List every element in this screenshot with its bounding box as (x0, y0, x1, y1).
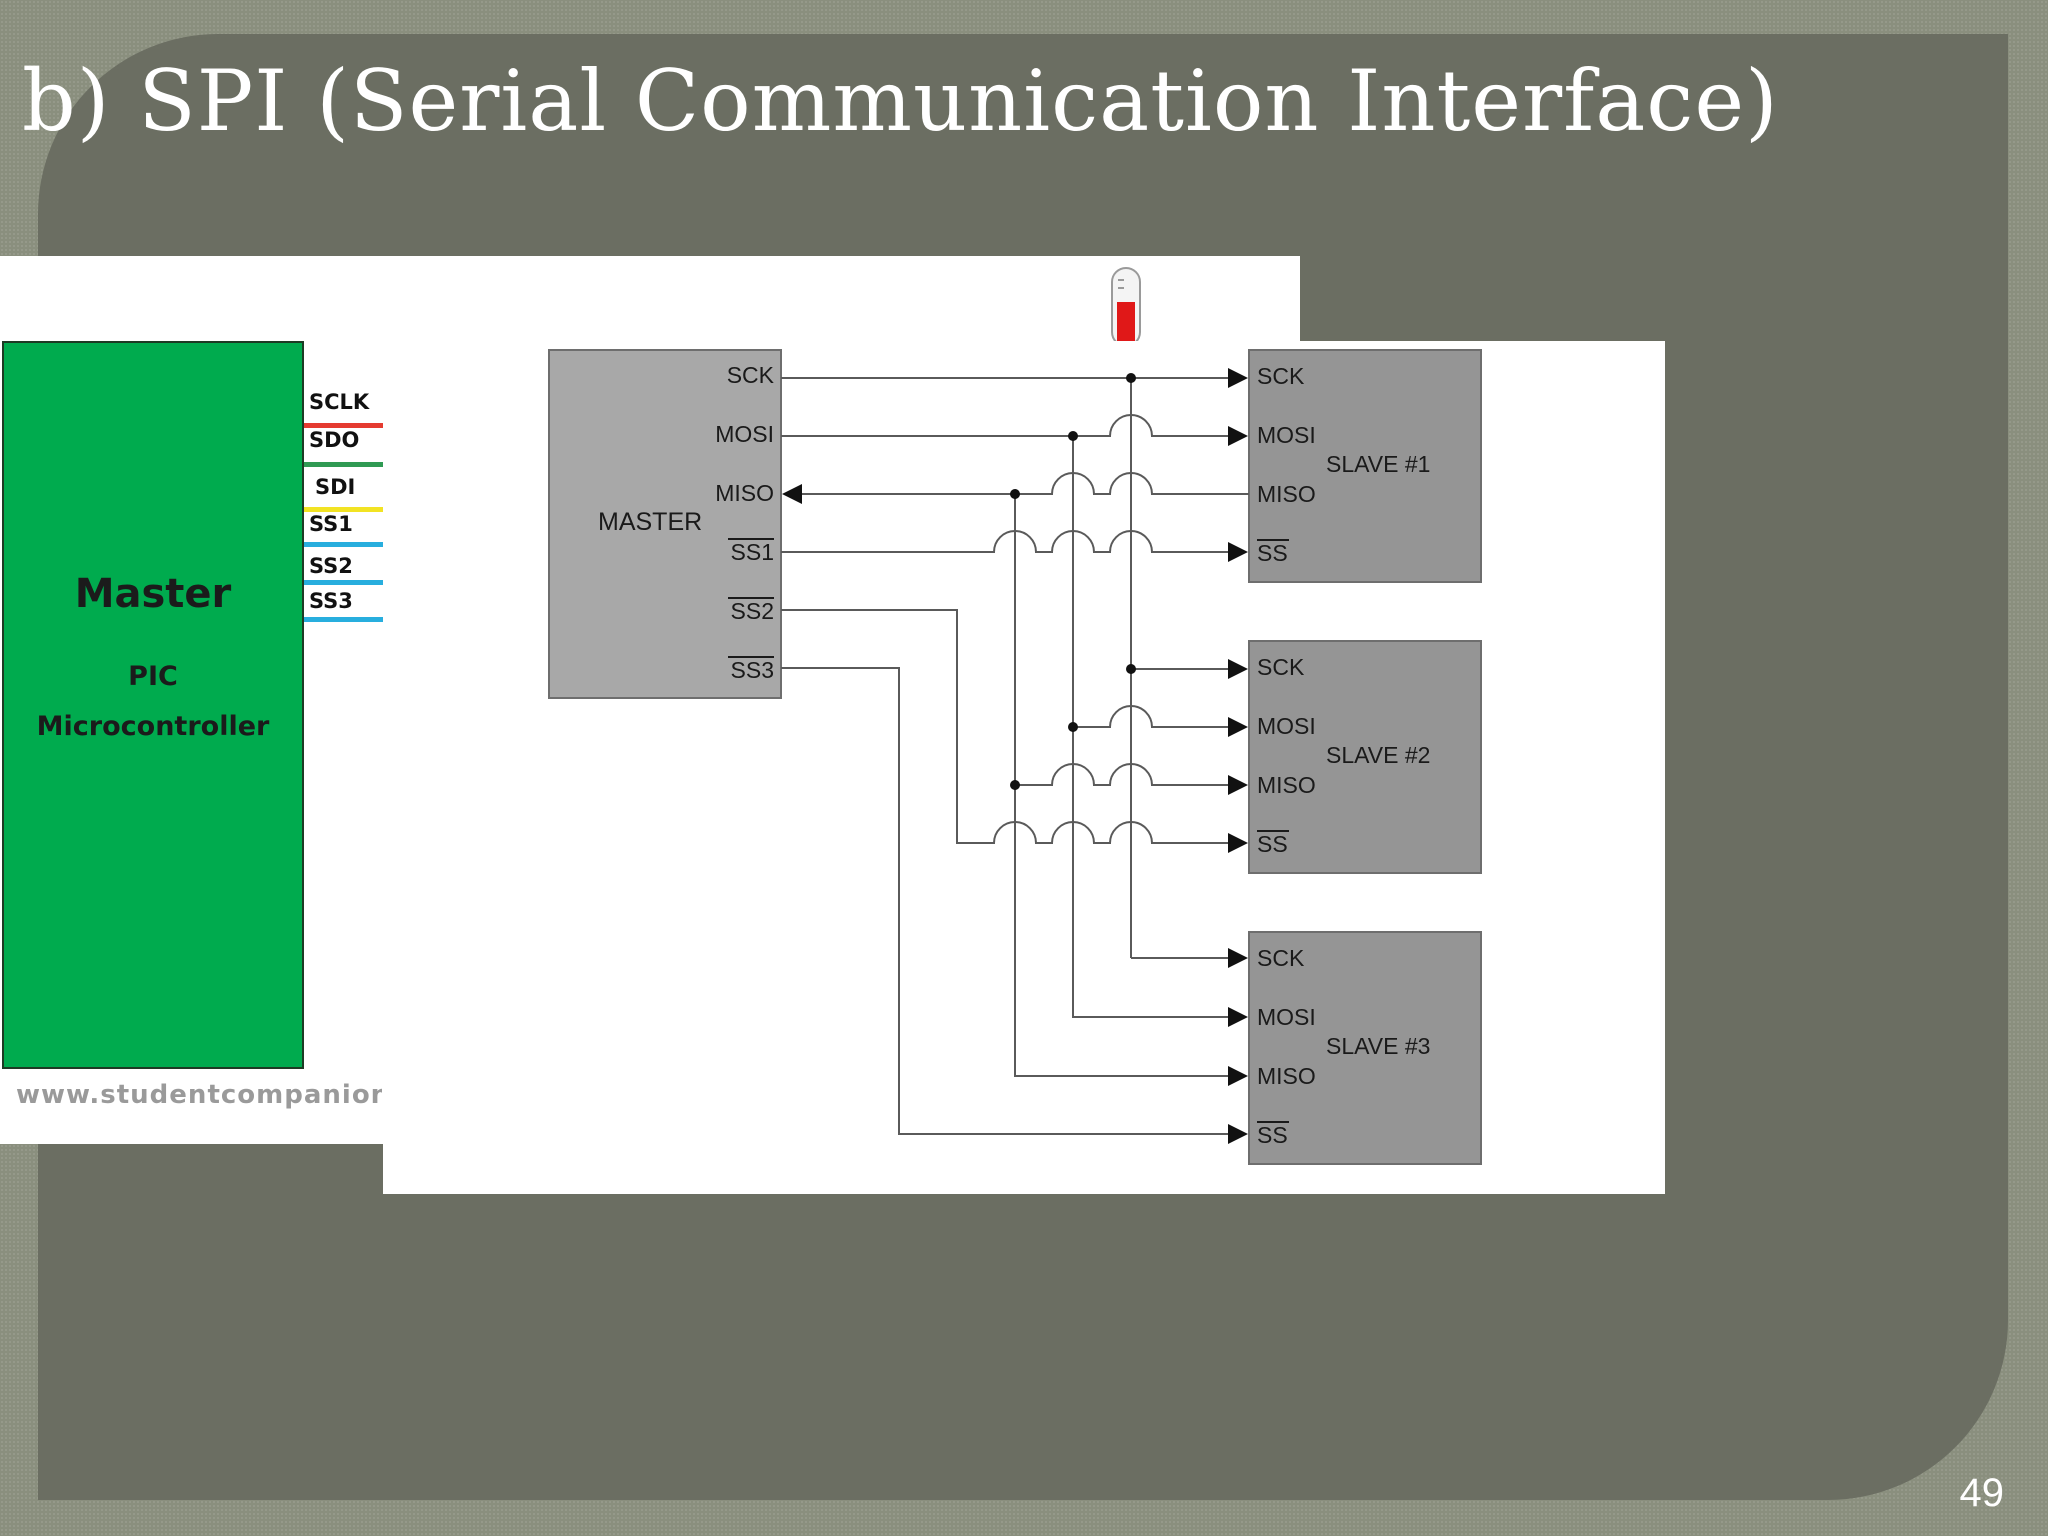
wire-miso (800, 472, 1249, 1077)
slave-2-box (1248, 640, 1482, 874)
junction-mosi-1 (1068, 431, 1078, 441)
master-pin-ss2: SS2 (731, 598, 774, 624)
master-label: MASTER (598, 508, 702, 536)
wire-ss1 (781, 530, 1230, 553)
slave-1-box (1248, 349, 1482, 583)
slave-2-pin-mosi: MOSI (1257, 713, 1316, 739)
master-pin-miso: MISO (715, 480, 774, 506)
junction-mosi-2 (1068, 722, 1078, 732)
slave-3-pin-sck: SCK (1257, 945, 1305, 971)
pin-line-sdo (304, 462, 383, 467)
pin-label-ss2: SS2 (309, 554, 353, 578)
master-box (548, 349, 782, 699)
arrow-slave-3-sck (1228, 948, 1248, 968)
slave-3-pin-mosi: MOSI (1257, 1004, 1316, 1030)
slave-1-pin-ss: SS (1257, 540, 1288, 566)
master-subtitle-microcontroller: Microcontroller (36, 711, 270, 742)
junction-sck-2 (1126, 664, 1136, 674)
slave-3-pin-miso: MISO (1257, 1063, 1316, 1089)
junction-sck-1 (1126, 373, 1136, 383)
pin-label-sclk: SCLK (309, 390, 370, 414)
master-title: Master (74, 571, 232, 617)
pin-line-ss1 (304, 542, 383, 547)
slave-1: SLAVE #1 SCK MOSI MISO SS (1248, 349, 1482, 583)
wire-ss3 (781, 667, 1230, 1135)
slave-1-label: SLAVE #1 (1326, 451, 1430, 477)
pin-label-sdo: SDO (309, 428, 360, 452)
pin-label-ss3: SS3 (309, 589, 353, 613)
junction-miso-2 (1010, 780, 1020, 790)
arrow-slave-1-mosi (1228, 426, 1248, 446)
junction-miso-1 (1010, 489, 1020, 499)
slave-2-pin-sck: SCK (1257, 654, 1305, 680)
master-pin-ss3: SS3 (731, 657, 774, 683)
arrow-slave-3-ss (1228, 1124, 1248, 1144)
master-pin-sck: SCK (727, 362, 775, 388)
pin-label-ss1: SS1 (309, 512, 353, 536)
arrow-slave-1-ss (1228, 542, 1248, 562)
page-number: 49 (1959, 1471, 2005, 1515)
slave-1-pin-mosi: MOSI (1257, 422, 1316, 448)
arrow-slave-1-sck (1228, 368, 1248, 388)
pin-line-ss3 (304, 617, 383, 622)
slave-3-pin-ss: SS (1257, 1122, 1288, 1148)
arrow-master-miso (782, 484, 802, 504)
slave-2: SLAVE #2 SCK MOSI MISO SS (1248, 640, 1482, 874)
pin-line-sclk (304, 423, 383, 428)
slave-1-pin-miso: MISO (1257, 481, 1316, 507)
arrow-slave-2-mosi (1228, 717, 1248, 737)
master-pin-mosi: MOSI (715, 421, 774, 447)
pin-line-sdi (304, 507, 383, 512)
slave-3: SLAVE #3 SCK MOSI MISO SS (1248, 931, 1482, 1165)
pin-line-ss2 (304, 580, 383, 585)
arrow-slave-3-mosi (1228, 1007, 1248, 1027)
arrow-slave-3-miso (1228, 1066, 1248, 1086)
arrow-slave-2-sck (1228, 659, 1248, 679)
wire-ss2 (781, 609, 1230, 844)
slide-title: b) SPI (Serial Communication Interface) (22, 52, 1779, 150)
thermometer-icon (1111, 267, 1141, 348)
slave-2-label: SLAVE #2 (1326, 742, 1430, 768)
master-microcontroller-block: Master PIC Microcontroller (2, 341, 304, 1069)
slave-2-pin-miso: MISO (1257, 772, 1316, 798)
slave-3-label: SLAVE #3 (1326, 1033, 1430, 1059)
slave-3-box (1248, 931, 1482, 1165)
master-pin-ss1: SS1 (731, 539, 774, 565)
pin-label-sdi: SDI (315, 475, 356, 499)
watermark-text: www.studentcompanion.c (16, 1080, 382, 1110)
wire-mosi (781, 414, 1230, 1018)
master-subtitle-pic: PIC (128, 661, 178, 692)
arrow-slave-2-miso (1228, 775, 1248, 795)
slave-2-pin-ss: SS (1257, 831, 1288, 857)
slave-1-pin-sck: SCK (1257, 363, 1305, 389)
arrow-slave-2-ss (1228, 833, 1248, 853)
